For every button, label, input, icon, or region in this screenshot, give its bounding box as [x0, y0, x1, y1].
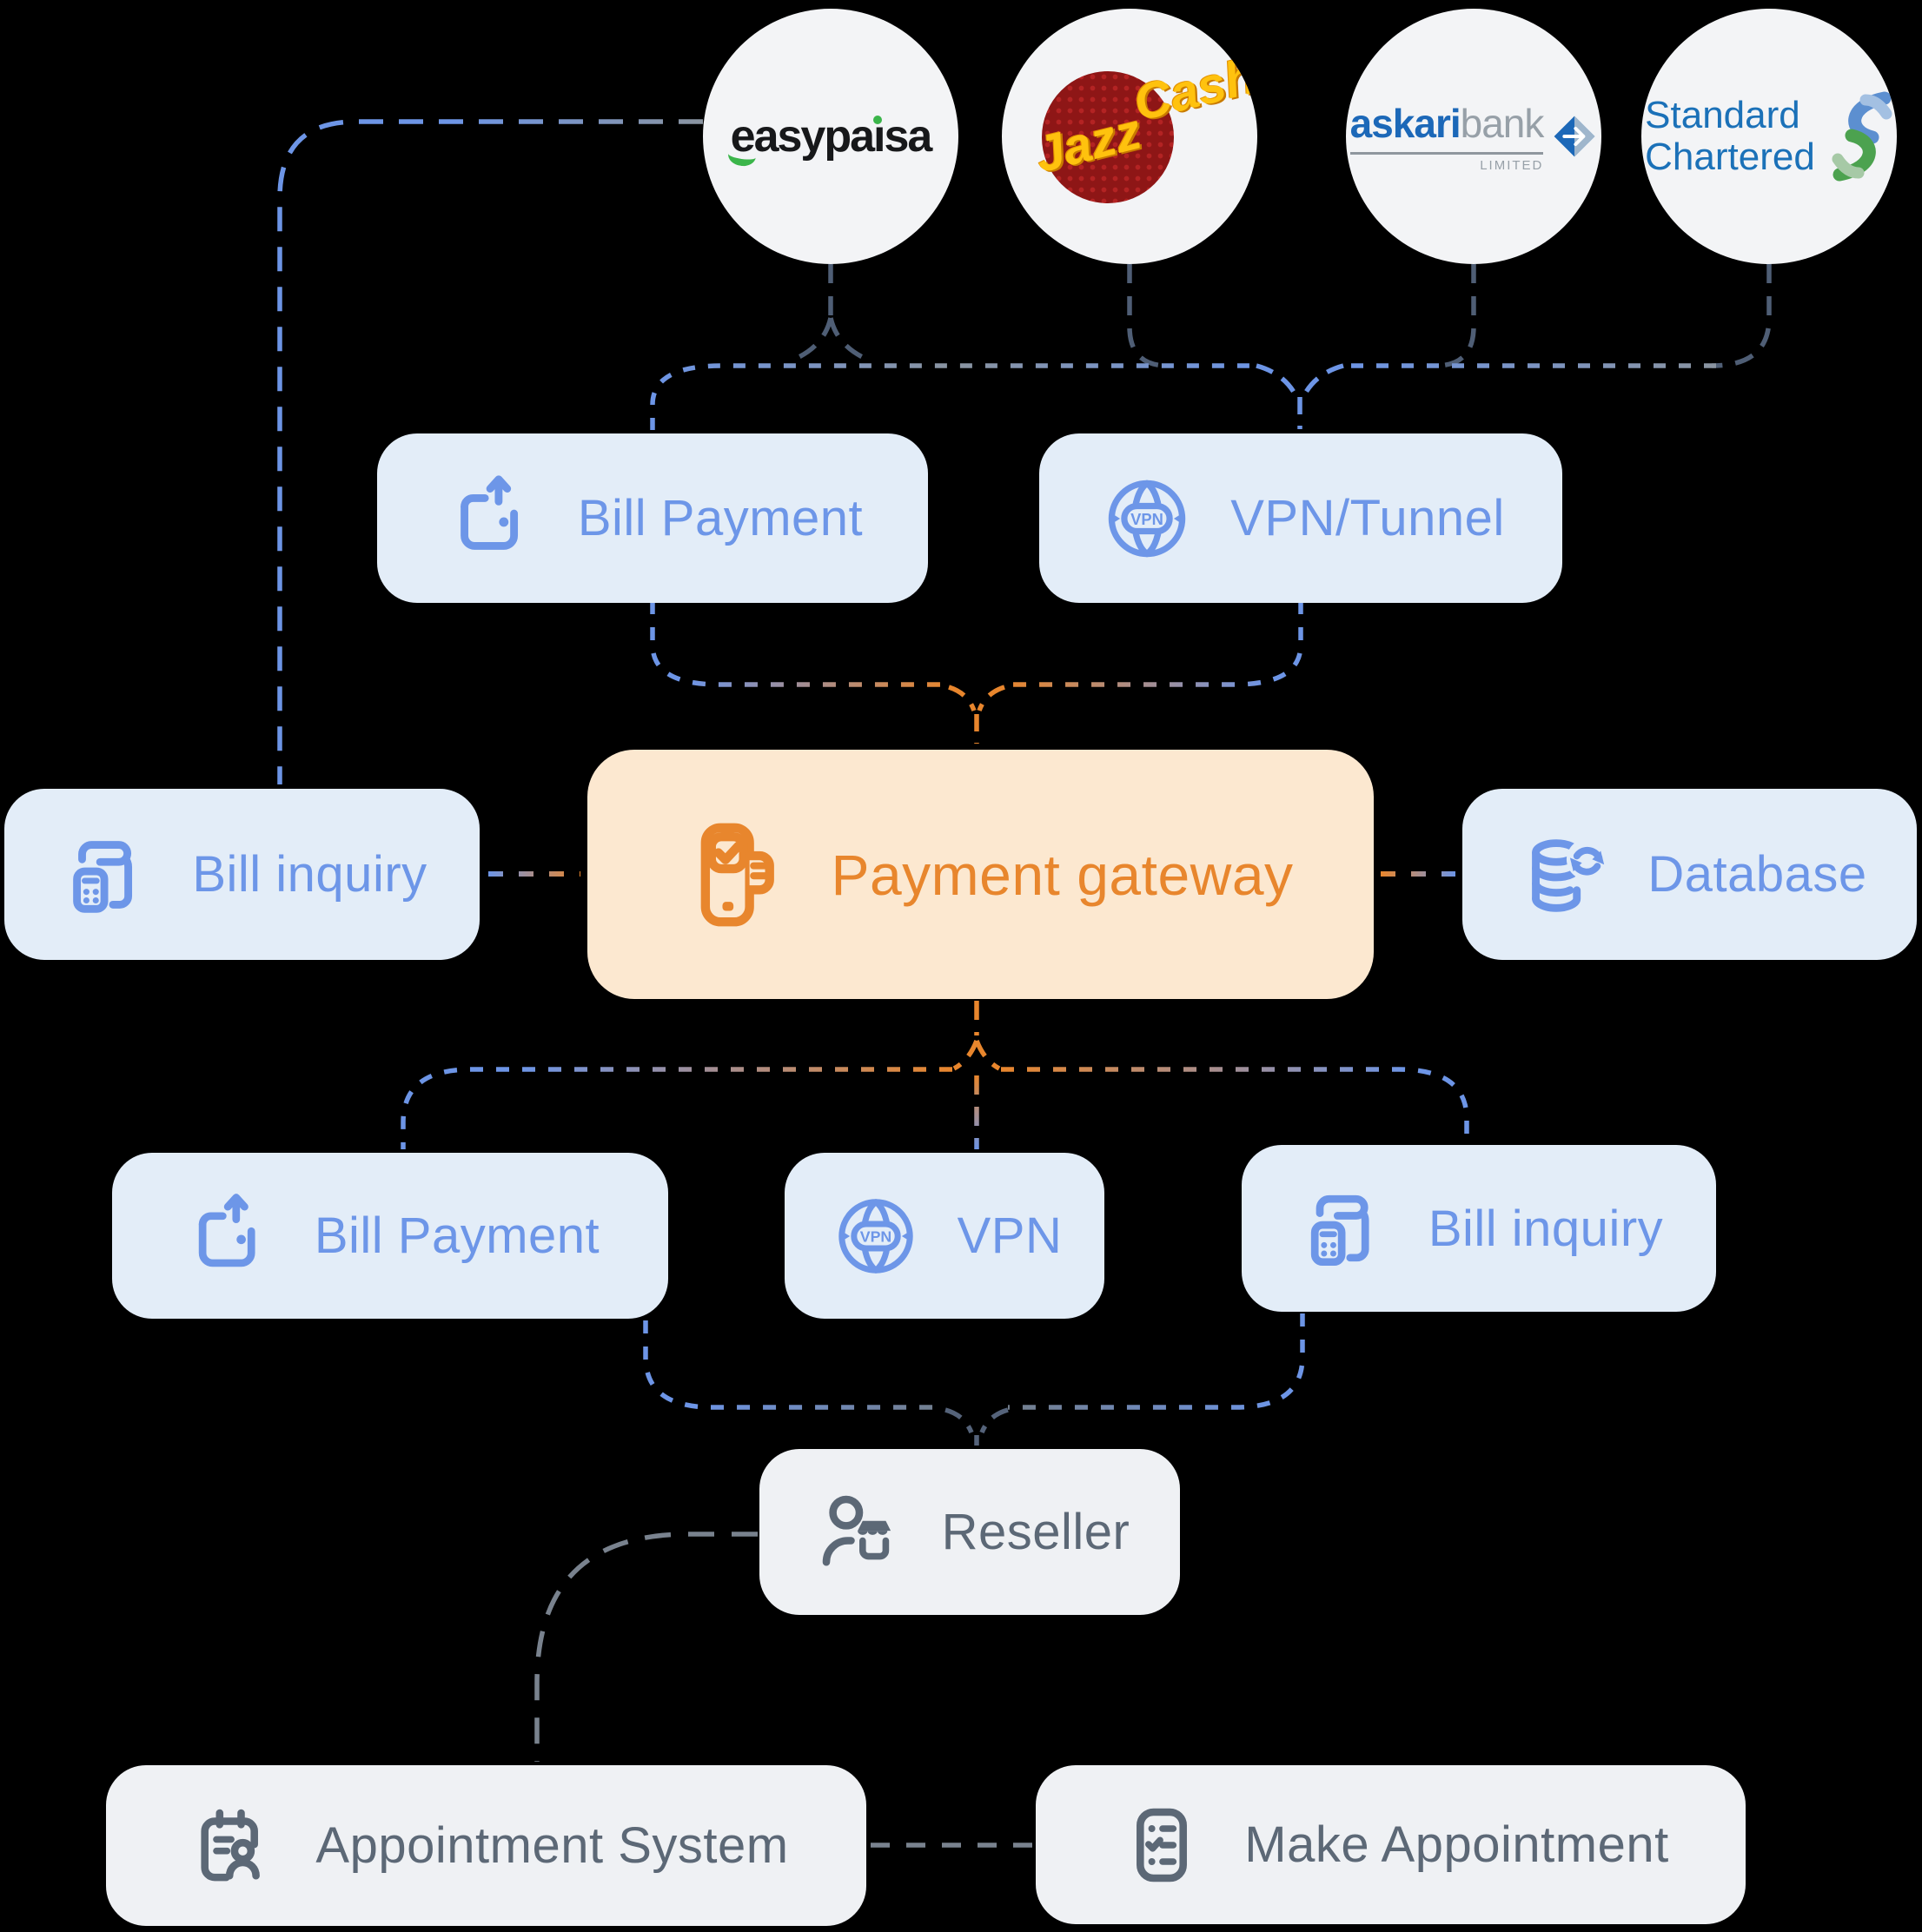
vpn-globe-icon: VPN	[1097, 468, 1197, 569]
node-appointment-system: Appointment System	[106, 1765, 866, 1926]
edge-easypaisa-bill-inquiry	[277, 119, 703, 784]
provider-easypaisa: easypaısa	[703, 9, 958, 264]
edge-billpay1-gateway	[650, 601, 949, 687]
edge-split-billinquiry2	[1001, 1067, 1469, 1141]
bill-inquiry-icon	[56, 824, 159, 926]
svg-text:VPN: VPN	[859, 1227, 891, 1245]
node-label: Bill Payment	[314, 1208, 600, 1264]
edge-gateway-split-l	[952, 1039, 979, 1071]
node-label: Payment gateway	[831, 842, 1294, 907]
edge-easypaisa-split-right	[828, 317, 873, 364]
askari-text-light: bank	[1460, 101, 1545, 146]
askari-text-bold: askari	[1349, 101, 1461, 146]
node-label: VPN/Tunnel	[1230, 490, 1505, 546]
edge-askari-down	[1435, 264, 1476, 368]
askari-diamond-icon	[1554, 116, 1595, 157]
easypaisa-logo: easypaısa	[726, 110, 932, 169]
node-bill-inquiry-left: Bill inquiry	[4, 789, 480, 960]
edge-easypaisa-split-left	[788, 317, 833, 364]
bill-inquiry-icon	[1295, 1178, 1395, 1279]
node-label: Bill Payment	[577, 490, 864, 546]
jazzcash-text-cash: Cash	[1128, 47, 1257, 133]
edge-gateway-merge-l	[948, 685, 977, 712]
edge-split-billpay2	[401, 1067, 952, 1149]
edge-merge-vpntunnel-l	[1256, 363, 1297, 395]
node-vpn-tunnel: VPN VPN/Tunnel	[1039, 433, 1562, 603]
node-database: Database	[1462, 789, 1917, 960]
edge-stanchart-down	[1711, 264, 1772, 368]
node-vpn: VPN VPN	[785, 1153, 1104, 1319]
node-label: VPN	[957, 1208, 1063, 1264]
node-bill-payment-mid: Bill Payment	[112, 1153, 668, 1319]
jazzcash-logo: Jazz Cash	[1002, 9, 1257, 264]
appointment-clipboard-person-icon	[183, 1796, 282, 1896]
sc-text-line2: Chartered	[1645, 136, 1815, 178]
node-label: Bill inquiry	[192, 846, 427, 903]
provider-standard-chartered: Standard Chartered	[1641, 9, 1897, 264]
askari-text-limited: LIMITED	[1480, 158, 1544, 173]
node-reseller: Reseller	[759, 1449, 1180, 1615]
node-label: Bill inquiry	[1428, 1200, 1664, 1257]
askari-logo: askari bank LIMITED	[1349, 100, 1598, 173]
easypaisa-text-i: ı	[873, 111, 886, 162]
edge-reseller-merge-l	[944, 1407, 974, 1434]
edge-jazzcash-down	[1127, 264, 1169, 368]
node-payment-gateway: Payment gateway	[587, 750, 1374, 999]
sc-text-line1: Standard	[1645, 93, 1800, 136]
payment-gateway-phone-icon	[667, 810, 798, 940]
edge-reseller-appointment	[534, 1532, 758, 1762]
easypaisa-text-post: sa	[884, 111, 932, 162]
edge-gateway-split-r	[974, 1039, 1001, 1071]
reseller-person-store-icon	[810, 1483, 909, 1582]
edge-vpntunnel-gateway	[1004, 601, 1303, 687]
wallet-arrow-icon	[442, 467, 545, 570]
checklist-icon	[1112, 1796, 1211, 1895]
node-label: Make Appointment	[1244, 1816, 1669, 1873]
node-bill-payment-top: Bill Payment	[377, 433, 928, 603]
easypaisa-text-pre: easypa	[730, 111, 875, 162]
jazzcash-red-disc	[1042, 71, 1174, 203]
edge-gateway-merge-r	[977, 685, 1005, 712]
standard-chartered-logo: Standard Chartered	[1645, 91, 1893, 182]
node-bill-inquiry-mid: Bill inquiry	[1242, 1145, 1716, 1312]
edge-billpay2-reseller	[643, 1320, 945, 1410]
node-make-appointment: Make Appointment	[1036, 1765, 1746, 1924]
wallet-arrow-icon	[181, 1186, 282, 1287]
provider-jazzcash: Jazz Cash	[1002, 9, 1257, 264]
node-label: Appointment System	[315, 1817, 789, 1874]
svg-text:VPN: VPN	[1130, 509, 1163, 527]
easypaisa-green-swoosh	[726, 142, 758, 169]
node-label: Database	[1647, 846, 1867, 903]
node-label: Reseller	[941, 1504, 1130, 1560]
standard-chartered-mark-icon	[1832, 91, 1892, 182]
edge-bus1-left	[650, 363, 1256, 430]
database-sync-icon	[1512, 824, 1614, 926]
vpn-globe-icon: VPN	[827, 1188, 925, 1285]
edge-billinquiry2-reseller	[1008, 1313, 1305, 1410]
provider-askari-bank: askari bank LIMITED	[1346, 9, 1601, 264]
edge-reseller-merge-r	[979, 1407, 1009, 1434]
edge-merge-vpntunnel-r	[1302, 363, 1344, 395]
